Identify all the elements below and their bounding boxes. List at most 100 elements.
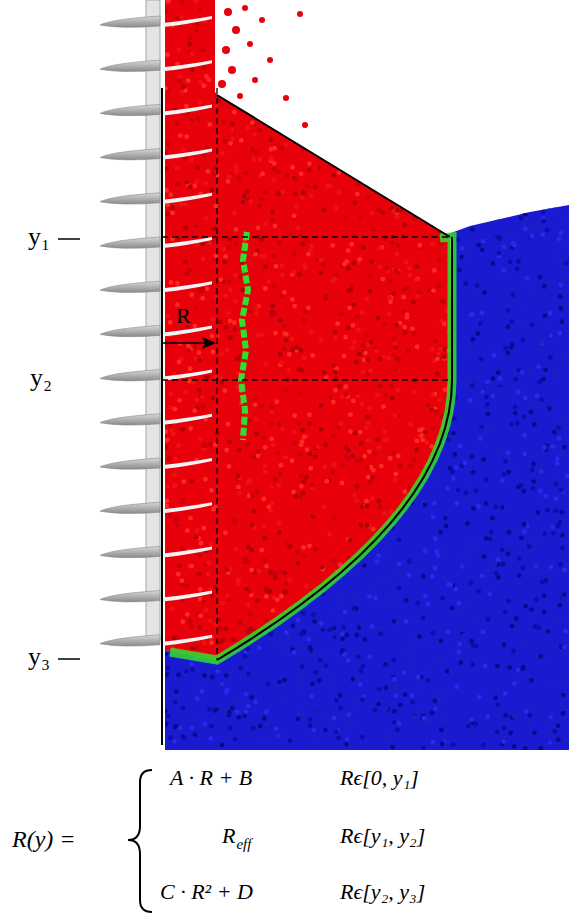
particle	[443, 545, 448, 550]
particle	[317, 678, 322, 683]
particle	[421, 208, 426, 213]
particle	[282, 590, 287, 595]
particle	[522, 305, 527, 310]
red-particle-region	[165, 0, 452, 660]
particle	[501, 562, 506, 567]
particle	[559, 452, 564, 457]
particle	[313, 547, 318, 552]
particle	[265, 722, 270, 727]
particle	[438, 529, 443, 534]
particle	[432, 694, 437, 699]
particle	[547, 334, 552, 339]
particle	[356, 327, 361, 332]
particle	[451, 742, 456, 747]
particle	[548, 334, 553, 339]
particle	[313, 19, 318, 24]
particle	[219, 743, 224, 748]
particle	[264, 594, 269, 599]
particle	[454, 612, 459, 617]
particle	[566, 619, 569, 624]
particle	[421, 745, 426, 750]
particle	[490, 516, 495, 521]
particle	[291, 639, 296, 644]
particle	[375, 559, 380, 564]
particle	[530, 467, 535, 472]
particle	[291, 624, 296, 629]
particle	[370, 629, 375, 634]
particle	[380, 592, 385, 597]
particle	[367, 654, 372, 659]
particle	[333, 6, 338, 11]
particle	[196, 116, 201, 121]
particle	[311, 612, 316, 617]
particle	[186, 348, 191, 353]
particle	[550, 525, 555, 530]
particle	[401, 74, 406, 79]
particle	[224, 673, 229, 678]
particle	[226, 597, 231, 602]
particle	[278, 472, 283, 477]
particle	[474, 291, 479, 296]
particle	[463, 666, 468, 671]
particle	[338, 3, 343, 8]
particle	[387, 356, 392, 361]
particle	[236, 86, 241, 91]
particle	[450, 527, 455, 532]
particle	[272, 253, 277, 258]
particle	[181, 148, 186, 153]
particle	[236, 715, 241, 720]
particle	[302, 479, 307, 484]
particle	[302, 93, 307, 98]
particle	[543, 494, 548, 499]
particle	[421, 498, 426, 503]
particle	[280, 263, 285, 268]
particle	[538, 275, 543, 280]
particle	[293, 191, 298, 196]
particle	[198, 587, 203, 592]
particle	[388, 170, 393, 175]
particle	[392, 353, 397, 358]
particle	[327, 532, 332, 537]
particle	[503, 691, 508, 696]
particle	[556, 737, 561, 742]
particle	[404, 260, 409, 265]
particle	[480, 389, 485, 394]
particle	[262, 739, 267, 744]
particle	[194, 179, 199, 184]
particle	[319, 621, 324, 626]
particle	[340, 636, 345, 641]
particle	[300, 428, 305, 433]
particle	[539, 397, 544, 402]
particle	[457, 268, 462, 273]
particle	[502, 735, 507, 740]
particle	[307, 717, 312, 722]
particle	[400, 626, 405, 631]
particle	[336, 735, 341, 740]
particle	[258, 724, 263, 729]
particle	[394, 685, 399, 690]
particle	[396, 454, 401, 459]
particle	[432, 501, 437, 506]
particle	[176, 572, 181, 577]
particle	[557, 236, 562, 241]
particle	[291, 430, 296, 435]
particle	[452, 505, 457, 510]
particle	[512, 714, 517, 719]
particle	[345, 725, 350, 730]
particle	[164, 721, 169, 726]
particle	[370, 624, 375, 629]
particle	[383, 137, 388, 142]
particle	[430, 202, 435, 207]
particle	[402, 671, 407, 676]
particle	[231, 128, 236, 133]
particle	[362, 637, 367, 642]
particle	[530, 404, 535, 409]
particle	[383, 706, 388, 711]
particle	[197, 388, 202, 393]
particle	[381, 550, 386, 555]
particle	[391, 451, 396, 456]
particle	[189, 158, 194, 163]
particle	[447, 522, 452, 527]
particle	[227, 237, 232, 242]
particle	[483, 501, 488, 506]
